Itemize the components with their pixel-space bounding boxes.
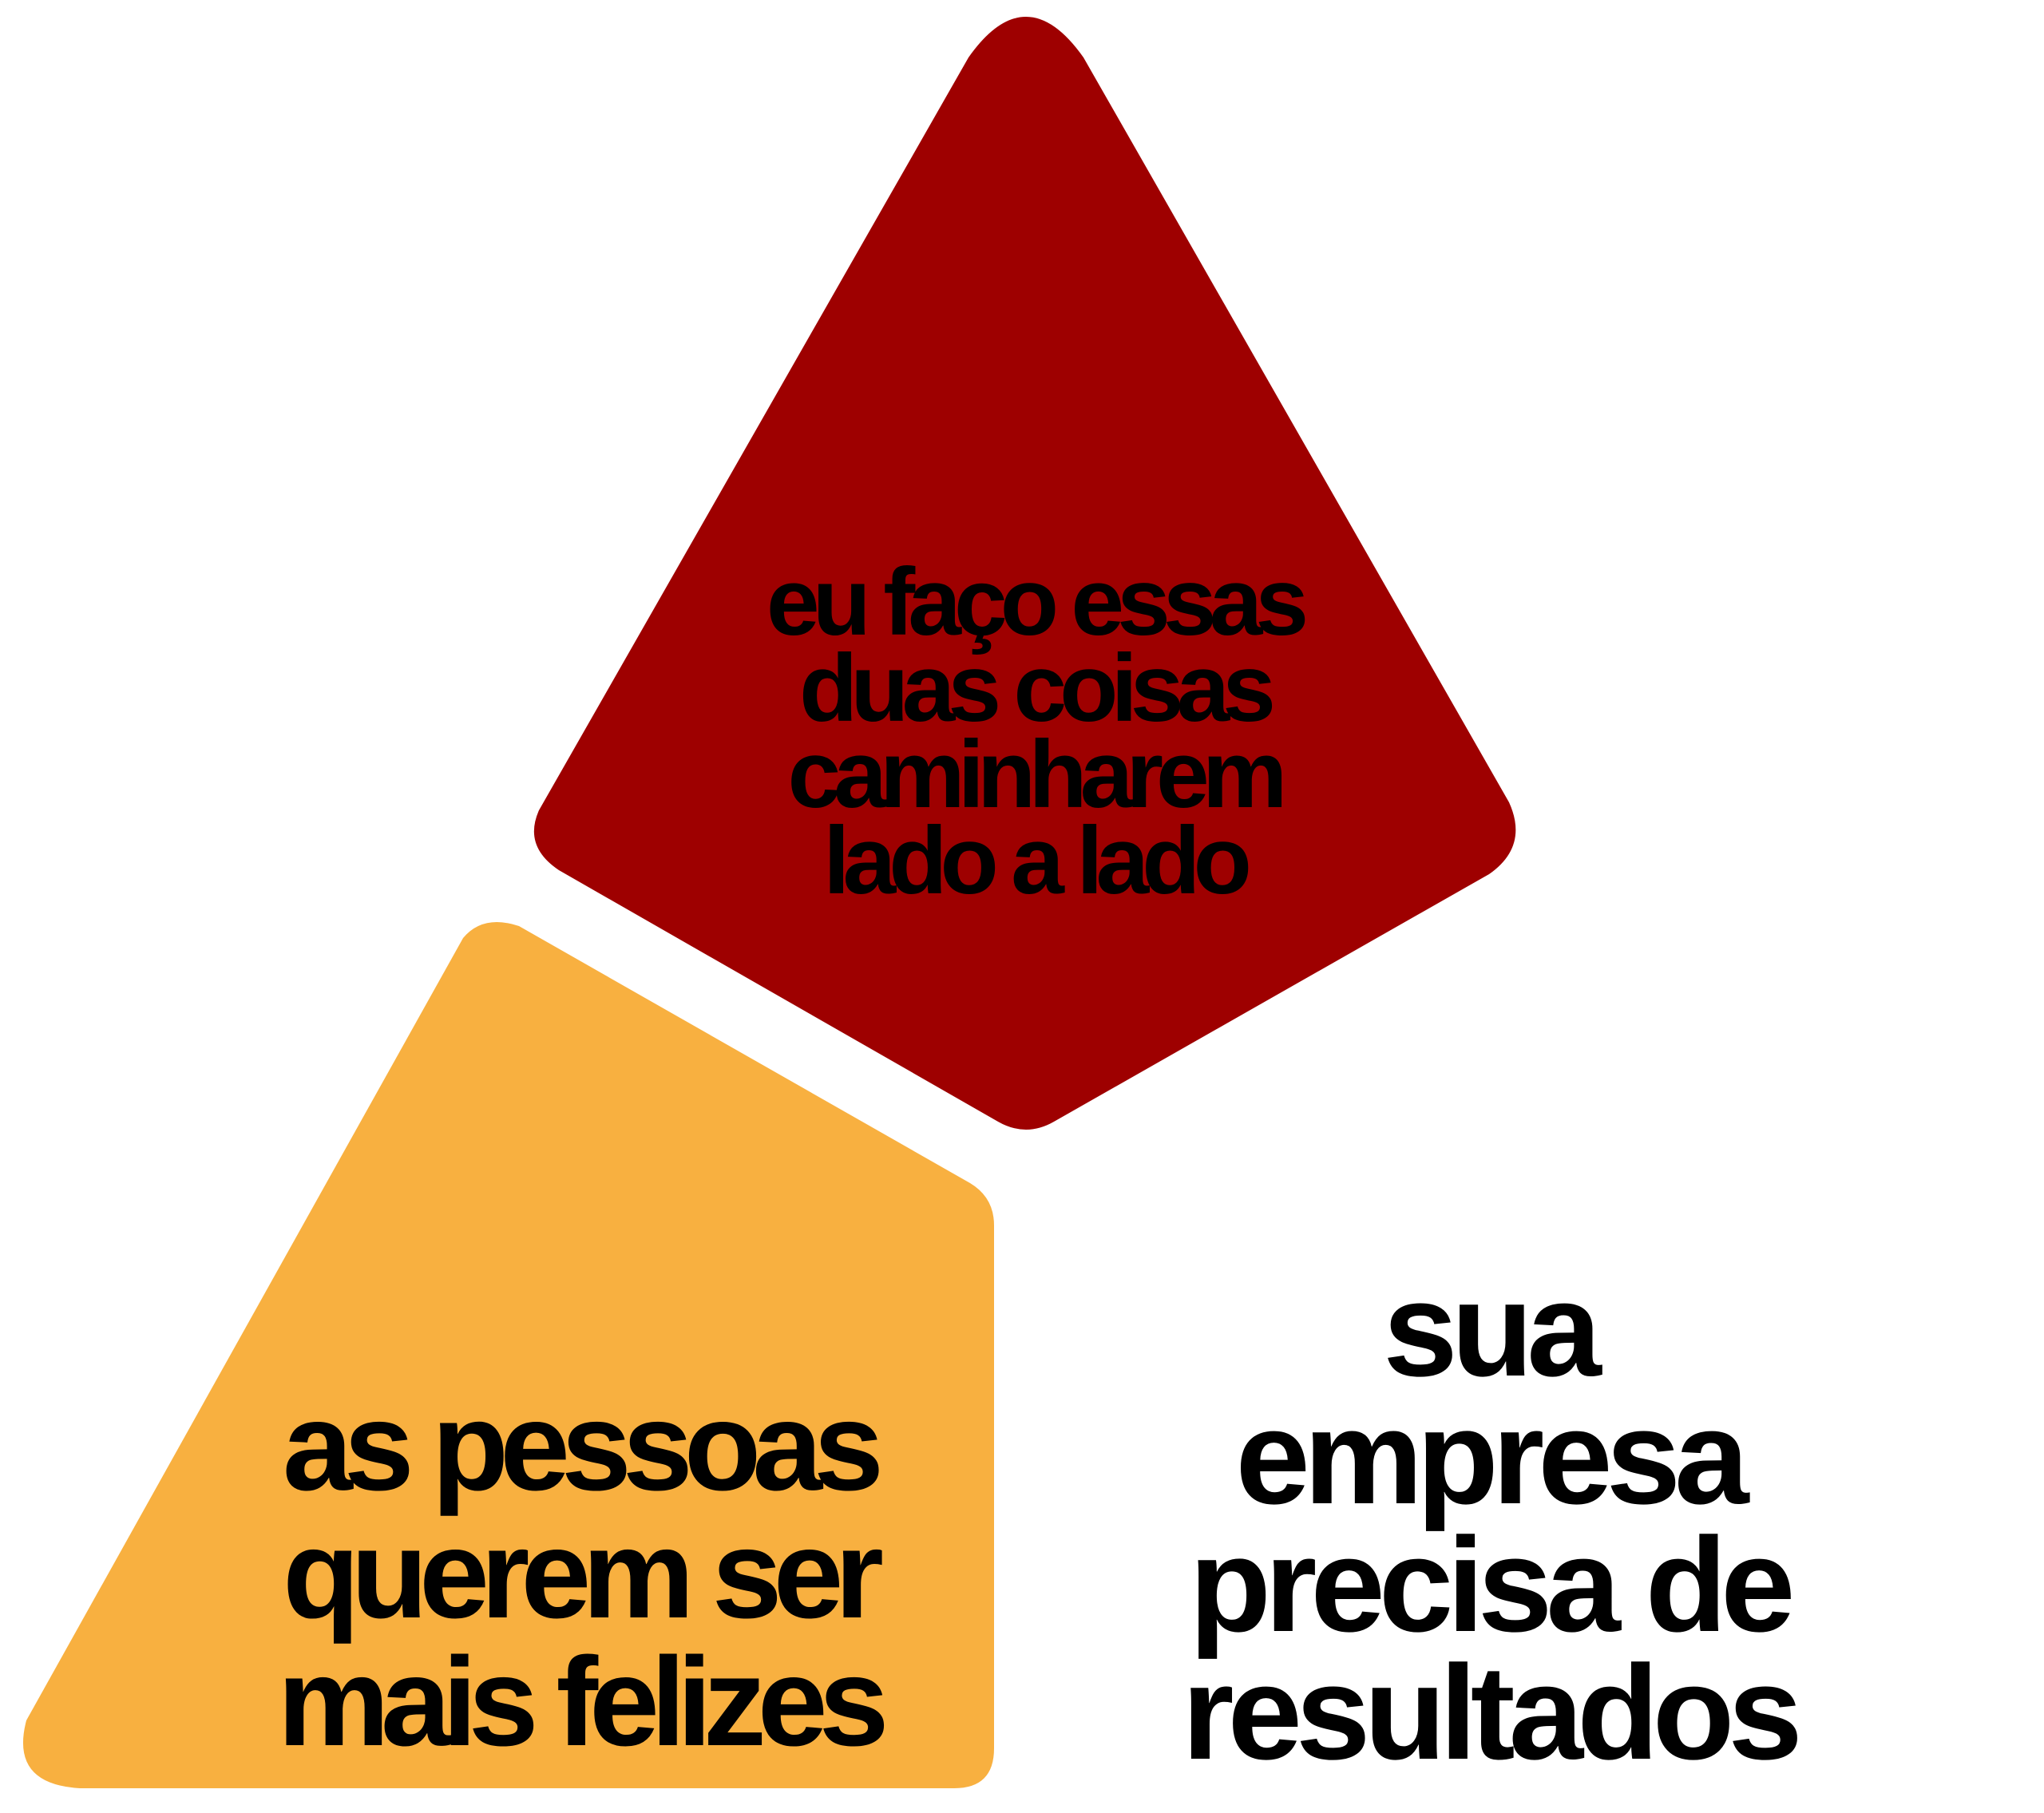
top-label-line: lado a lado (823, 807, 1252, 914)
right-label-line: resultados (1182, 1637, 1803, 1787)
right-label-line: precisa de (1189, 1510, 1795, 1660)
top-label-line: eu faço essas (766, 548, 1309, 655)
right-text-label: sua empresa precisa de resultados (1102, 1254, 1876, 1787)
top-shape-label: eu faço essas duas coisas caminharem lad… (703, 548, 1365, 914)
top-triangle-shape (533, 17, 1516, 1130)
right-label-line: sua (1383, 1254, 1602, 1404)
left-shape (22, 922, 995, 1788)
left-label-line: as pessoas (282, 1376, 884, 1517)
top-label-line: duas coisas (798, 635, 1276, 742)
left-shape-label: as pessoas querem ser mais felizes (184, 1383, 974, 1766)
top-label-line: caminharem (787, 721, 1288, 828)
left-label-line: querem ser (283, 1504, 884, 1645)
right-label-line: empresa (1235, 1382, 1749, 1532)
left-label-line: mais felizes (277, 1632, 889, 1772)
